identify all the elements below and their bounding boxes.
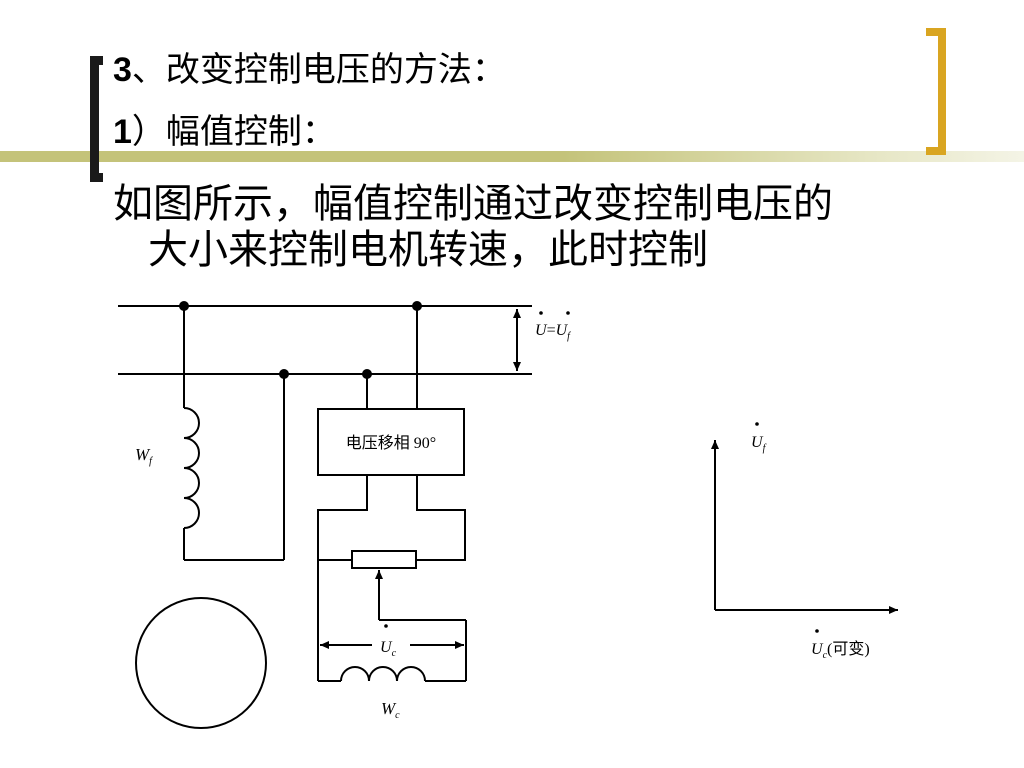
- overdot: [566, 311, 570, 315]
- title-text-1: 、改变控制电压的方法：: [131, 50, 506, 90]
- overdot: [755, 422, 759, 426]
- right-bracket: [926, 28, 946, 155]
- wc-coil: [340, 666, 426, 682]
- title-number-1: 3: [113, 51, 132, 89]
- shifter-out-left: [317, 475, 368, 561]
- junction-dot: [412, 301, 422, 311]
- title-text-2: ）幅值控制：: [131, 112, 336, 152]
- junction-dot: [279, 369, 289, 379]
- title-line-1: 3、改变控制电压的方法：: [113, 50, 506, 90]
- title-number-2: 1: [113, 113, 132, 151]
- phase-shift-box: [317, 408, 465, 476]
- motor-circle: [135, 597, 267, 729]
- body-text-line-2: 大小来控制电机转速，此时控制: [148, 227, 708, 273]
- body-text-line-1: 如图所示，幅值控制通过改变控制电压的: [113, 181, 833, 227]
- potentiometer: [351, 550, 417, 569]
- wf-coil: [183, 407, 200, 529]
- phase-shift-label: 电压移相 90°: [346, 434, 436, 452]
- accent-bar: [0, 151, 1024, 162]
- supply-voltage-label: U=Uf: [535, 322, 571, 342]
- shifter-out-right: [416, 475, 466, 561]
- uc-label: Uc: [380, 639, 397, 659]
- overdot: [384, 624, 388, 628]
- wf-label: Wf: [135, 445, 153, 467]
- phasor-uc-label: Uc(可变): [811, 640, 870, 661]
- overdot: [539, 311, 543, 315]
- overdot: [815, 629, 819, 633]
- wc-label: Wc: [381, 699, 400, 721]
- junction-dot: [362, 369, 372, 379]
- left-bracket: [90, 56, 103, 182]
- phasor-uf-label: Uf: [751, 434, 767, 454]
- title-line-2: 1）幅值控制：: [113, 112, 336, 152]
- junction-dot: [179, 301, 189, 311]
